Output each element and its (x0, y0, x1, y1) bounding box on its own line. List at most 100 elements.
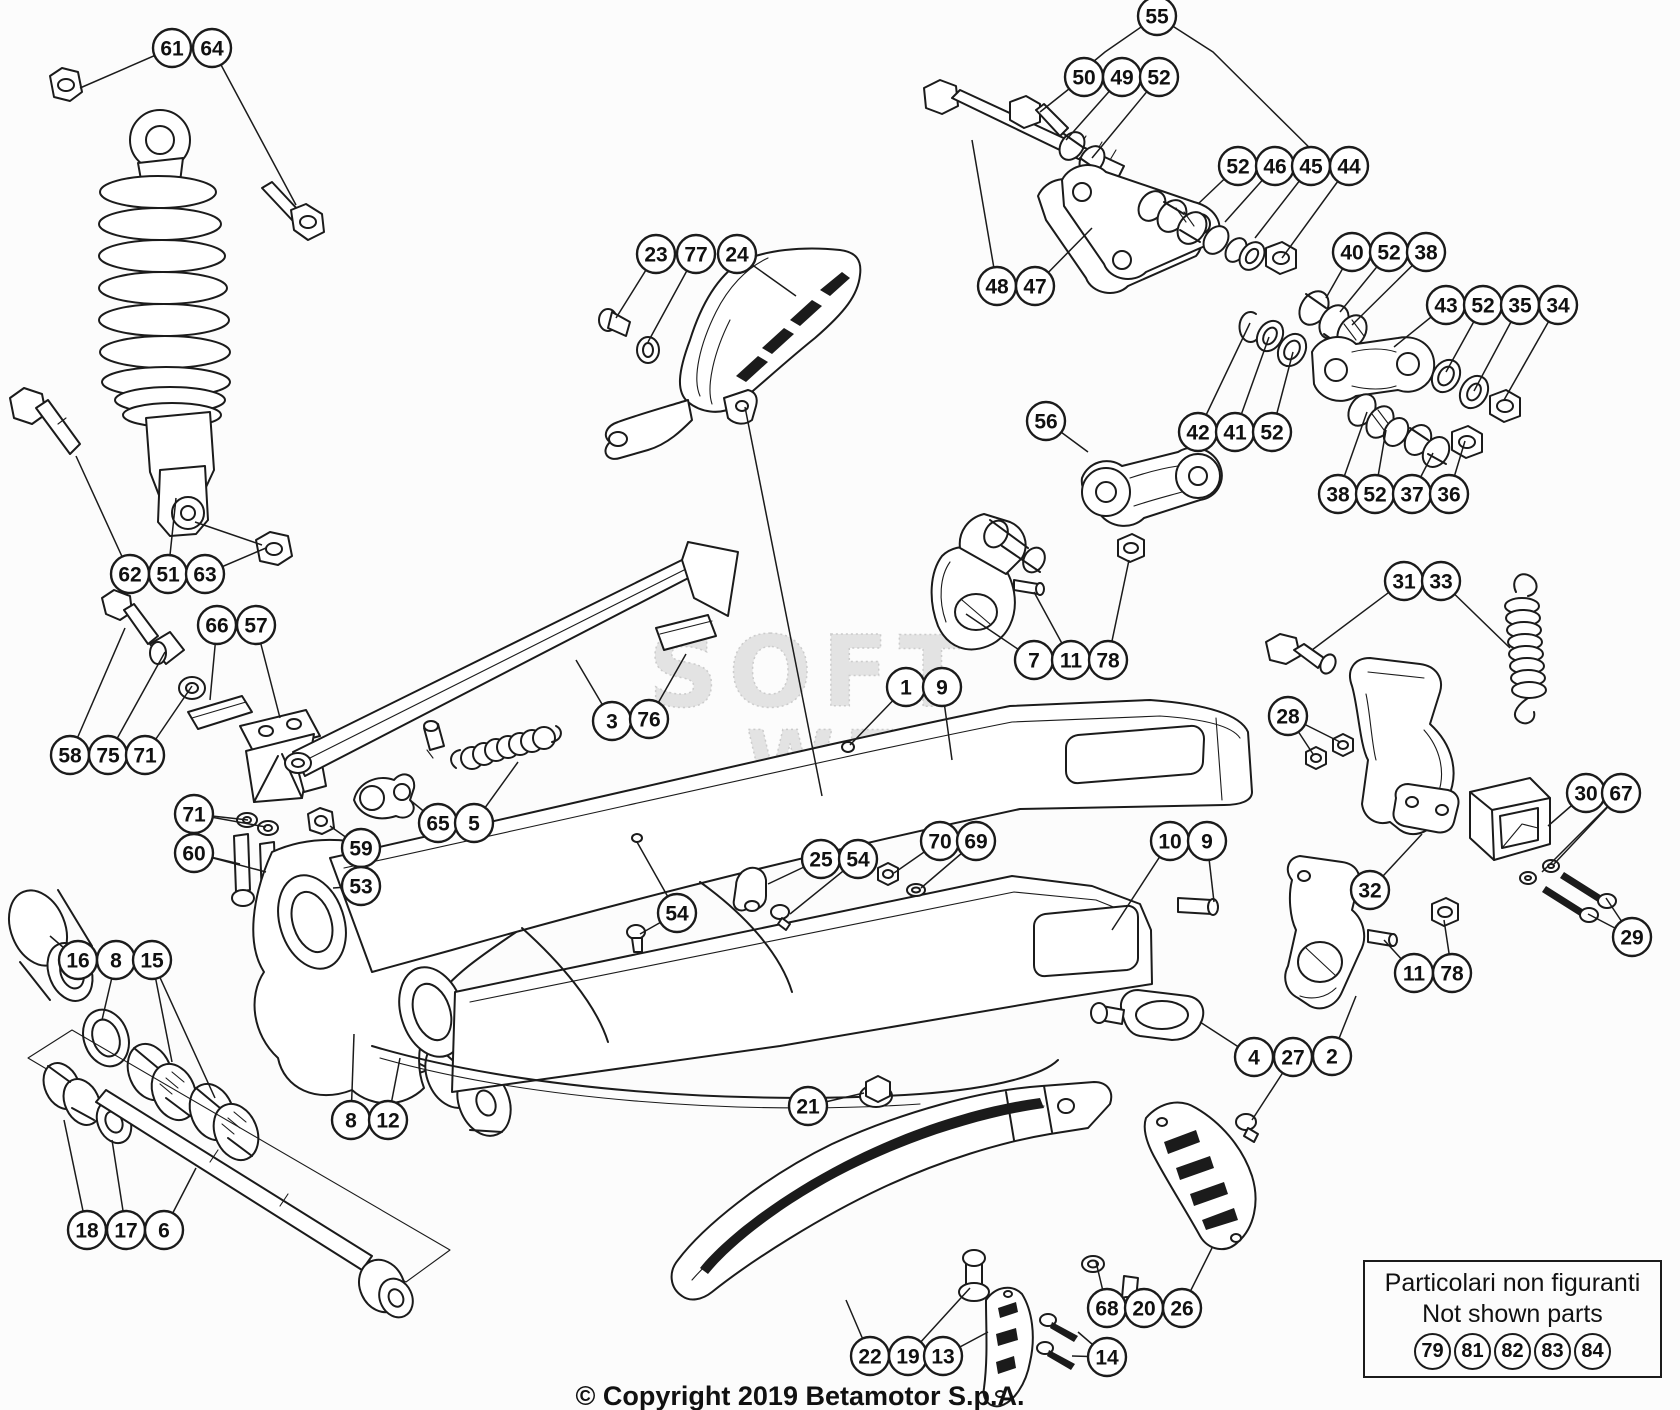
callout-52[interactable]: 52 (1138, 56, 1180, 98)
callout-59[interactable]: 59 (340, 827, 382, 869)
callout-27[interactable]: 27 (1272, 1036, 1314, 1078)
callout-78[interactable]: 78 (1431, 952, 1473, 994)
callout-57[interactable]: 57 (235, 604, 277, 646)
callout-69[interactable]: 69 (955, 820, 997, 862)
shock-bottom-nut-63 (255, 531, 293, 566)
callout-35[interactable]: 35 (1499, 284, 1541, 326)
callout-75[interactable]: 75 (87, 734, 129, 776)
callout-7[interactable]: 7 (1013, 639, 1055, 681)
callout-60[interactable]: 60 (173, 832, 215, 874)
nuts-28 (1305, 733, 1354, 770)
callout-18[interactable]: 18 (66, 1209, 108, 1251)
callout-44[interactable]: 44 (1328, 145, 1370, 187)
callout-58[interactable]: 58 (49, 734, 91, 776)
callout-6[interactable]: 6 (143, 1209, 185, 1251)
svg-text:52: 52 (1260, 422, 1283, 445)
not-shown-callout-81[interactable]: 81 (1454, 1333, 1491, 1370)
callout-53[interactable]: 53 (340, 865, 382, 907)
callout-46[interactable]: 46 (1254, 145, 1296, 187)
not-shown-callout-83[interactable]: 83 (1534, 1333, 1571, 1370)
callout-9[interactable]: 9 (1186, 820, 1228, 862)
callout-38[interactable]: 38 (1317, 473, 1359, 515)
callout-62[interactable]: 62 (109, 553, 151, 595)
callout-20[interactable]: 20 (1123, 1287, 1165, 1329)
svg-text:6: 6 (158, 1220, 170, 1243)
callout-78[interactable]: 78 (1087, 639, 1129, 681)
callout-49[interactable]: 49 (1101, 56, 1143, 98)
callout-61[interactable]: 61 (151, 27, 193, 69)
callout-8[interactable]: 8 (330, 1099, 372, 1141)
callout-55[interactable]: 55 (1136, 0, 1178, 37)
callout-11[interactable]: 11 (1393, 952, 1435, 994)
callout-71[interactable]: 71 (124, 734, 166, 776)
callout-52[interactable]: 52 (1462, 284, 1504, 326)
callout-56[interactable]: 56 (1025, 400, 1067, 442)
callout-5[interactable]: 5 (453, 802, 495, 844)
callout-22[interactable]: 22 (849, 1335, 891, 1377)
callout-65[interactable]: 65 (417, 802, 459, 844)
callout-12[interactable]: 12 (367, 1099, 409, 1141)
callout-40[interactable]: 40 (1331, 231, 1373, 273)
callout-23[interactable]: 23 (635, 233, 677, 275)
callout-37[interactable]: 37 (1391, 473, 1433, 515)
callout-41[interactable]: 41 (1214, 411, 1256, 453)
callout-25[interactable]: 25 (800, 838, 842, 880)
callout-43[interactable]: 43 (1425, 284, 1467, 326)
callout-77[interactable]: 77 (675, 233, 717, 275)
callout-24[interactable]: 24 (716, 233, 758, 275)
callout-76[interactable]: 76 (628, 698, 670, 740)
svg-text:41: 41 (1223, 422, 1247, 445)
callout-33[interactable]: 33 (1420, 560, 1462, 602)
callout-11[interactable]: 11 (1050, 639, 1092, 681)
callout-51[interactable]: 51 (147, 553, 189, 595)
callout-14[interactable]: 14 (1086, 1336, 1128, 1378)
callout-38[interactable]: 38 (1405, 231, 1447, 273)
callout-67[interactable]: 67 (1600, 772, 1642, 814)
callout-16[interactable]: 16 (57, 939, 99, 981)
callout-70[interactable]: 70 (919, 820, 961, 862)
callout-17[interactable]: 17 (105, 1209, 147, 1251)
callout-15[interactable]: 15 (131, 939, 173, 981)
svg-text:54: 54 (665, 903, 689, 926)
callout-34[interactable]: 34 (1537, 284, 1579, 326)
callout-31[interactable]: 31 (1383, 560, 1425, 602)
callout-68[interactable]: 68 (1086, 1287, 1128, 1329)
callout-42[interactable]: 42 (1177, 411, 1219, 453)
callout-2[interactable]: 2 (1311, 1035, 1353, 1077)
callout-54[interactable]: 54 (837, 838, 879, 880)
callout-4[interactable]: 4 (1233, 1036, 1275, 1078)
callout-13[interactable]: 13 (922, 1335, 964, 1377)
callout-1[interactable]: 1 (885, 666, 927, 708)
nut-78a (1117, 533, 1145, 563)
callout-32[interactable]: 32 (1349, 869, 1391, 911)
callout-48[interactable]: 48 (976, 265, 1018, 307)
not-shown-callout-82[interactable]: 82 (1494, 1333, 1531, 1370)
callout-36[interactable]: 36 (1428, 473, 1470, 515)
not-shown-callout-84[interactable]: 84 (1574, 1333, 1611, 1370)
callout-29[interactable]: 29 (1611, 916, 1653, 958)
callout-9[interactable]: 9 (921, 666, 963, 708)
callout-26[interactable]: 26 (1161, 1287, 1203, 1329)
callout-64[interactable]: 64 (191, 27, 233, 69)
callout-10[interactable]: 10 (1149, 820, 1191, 862)
callout-45[interactable]: 45 (1290, 145, 1332, 187)
callout-30[interactable]: 30 (1565, 772, 1607, 814)
callout-54[interactable]: 54 (656, 892, 698, 934)
callout-3[interactable]: 3 (591, 700, 633, 742)
slider-screw-19 (958, 1249, 990, 1302)
callout-28[interactable]: 28 (1267, 695, 1309, 737)
callout-66[interactable]: 66 (196, 604, 238, 646)
callout-19[interactable]: 19 (887, 1335, 929, 1377)
callout-71[interactable]: 71 (173, 793, 215, 835)
callout-52[interactable]: 52 (1251, 411, 1293, 453)
callout-8[interactable]: 8 (95, 939, 137, 981)
callout-50[interactable]: 50 (1063, 56, 1105, 98)
not-shown-callout-79[interactable]: 79 (1414, 1333, 1451, 1370)
callout-52[interactable]: 52 (1354, 473, 1396, 515)
callout-47[interactable]: 47 (1014, 265, 1056, 307)
callout-52[interactable]: 52 (1217, 145, 1259, 187)
callout-63[interactable]: 63 (184, 553, 226, 595)
callout-21[interactable]: 21 (787, 1085, 829, 1127)
callout-52[interactable]: 52 (1368, 231, 1410, 273)
nut-59 (307, 807, 335, 835)
